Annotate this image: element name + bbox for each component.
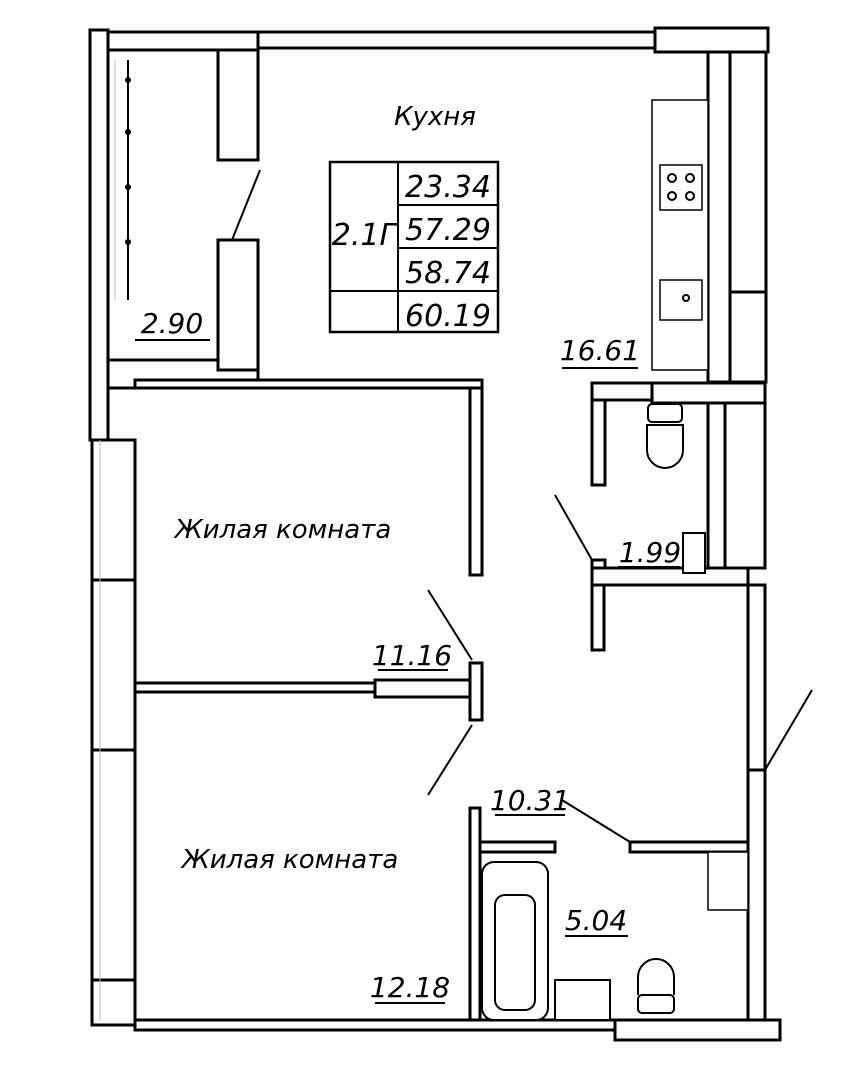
toilet-icon — [646, 403, 684, 469]
area-value: 57.29 — [405, 213, 491, 248]
doors — [231, 169, 813, 843]
windows — [99, 60, 131, 1020]
stove-icon — [659, 164, 703, 211]
kitchen-area: 16.61 — [560, 334, 640, 367]
area-table: 2.1Г 23.34 57.29 58.74 60.19 — [328, 160, 500, 334]
bathroom-area: 5.04 — [565, 904, 627, 937]
kitchen-label: Кухня — [394, 102, 476, 132]
bedroom2-area: 12.18 — [370, 971, 450, 1004]
area-value: 60.19 — [405, 299, 491, 334]
balcony-area: 2.90 — [141, 307, 203, 340]
boiler-icon — [707, 851, 749, 911]
walls — [88, 26, 782, 1042]
bedroom2-label: Жилая комната — [180, 845, 399, 875]
kitchen-counter — [651, 99, 709, 371]
bathtub-icon — [481, 861, 549, 1021]
area-value: 58.74 — [405, 256, 491, 291]
apartment-code: 2.1Г — [332, 218, 399, 253]
area-value: 23.34 — [405, 170, 491, 205]
bedroom1-area: 11.16 — [372, 639, 452, 672]
bath-sink-icon — [554, 979, 611, 1021]
hall-area: 10.31 — [490, 784, 570, 817]
toilet2-icon — [637, 958, 675, 1014]
bedroom1-label: Жилая комната — [173, 515, 392, 545]
sink-icon — [659, 279, 703, 321]
wc-area: 1.99 — [619, 536, 681, 569]
wc-sink-icon — [682, 532, 706, 574]
